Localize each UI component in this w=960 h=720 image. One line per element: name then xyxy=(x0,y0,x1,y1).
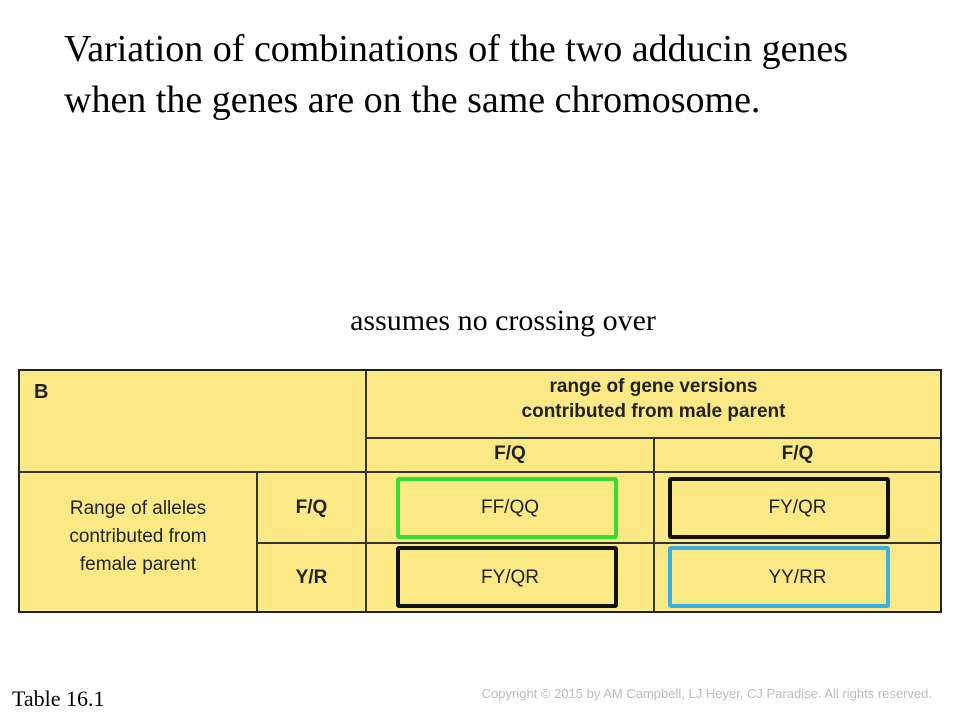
male-allele-1: F/Q xyxy=(494,443,526,464)
panel-label: B xyxy=(34,381,49,403)
highlight-box-black xyxy=(668,477,890,539)
female-header-line-3: female parent xyxy=(79,554,197,575)
assumption-note: assumes no crossing over xyxy=(350,304,656,337)
highlight-box-blue xyxy=(668,546,890,608)
male-header-line-2: contributed from male parent xyxy=(521,401,786,422)
highlight-box-green xyxy=(396,477,618,539)
copyright-notice: Copyright © 2015 by AM Campbell, LJ Heye… xyxy=(481,686,932,701)
genotype-cell: YY/RR xyxy=(768,567,827,588)
male-header-line-1: range of gene versions xyxy=(549,376,758,397)
highlight-box-black xyxy=(396,546,618,608)
table-reference: Table 16.1 xyxy=(12,686,105,711)
male-header: range of gene versions contributed from … xyxy=(367,374,940,424)
slide-title-line-1: Variation of combinations of the two add… xyxy=(64,28,849,70)
slide-title: Variation of combinations of the two add… xyxy=(64,24,954,126)
grid-line xyxy=(20,471,940,473)
grid-line xyxy=(256,542,940,544)
slide-title-line-2: when the genes are on the same chromosom… xyxy=(64,79,761,121)
genotype-cell: FY/QR xyxy=(768,497,827,518)
male-allele-2: F/Q xyxy=(781,443,814,464)
grid-line xyxy=(653,437,655,611)
grid-line xyxy=(256,471,258,611)
grid-line xyxy=(365,371,367,611)
genotype-cell: FY/QR xyxy=(480,567,540,588)
female-allele-1: F/Q xyxy=(295,497,328,518)
female-allele-2: Y/R xyxy=(295,567,328,588)
grid-line xyxy=(365,437,940,439)
female-header-line-1: Range of alleles xyxy=(69,498,207,519)
punnett-table: B range of gene versions contributed fro… xyxy=(18,369,942,613)
genotype-cell: FF/QQ xyxy=(480,497,540,518)
female-header: Range of alleles contributed from female… xyxy=(20,495,256,579)
female-header-line-2: contributed from xyxy=(69,526,207,547)
